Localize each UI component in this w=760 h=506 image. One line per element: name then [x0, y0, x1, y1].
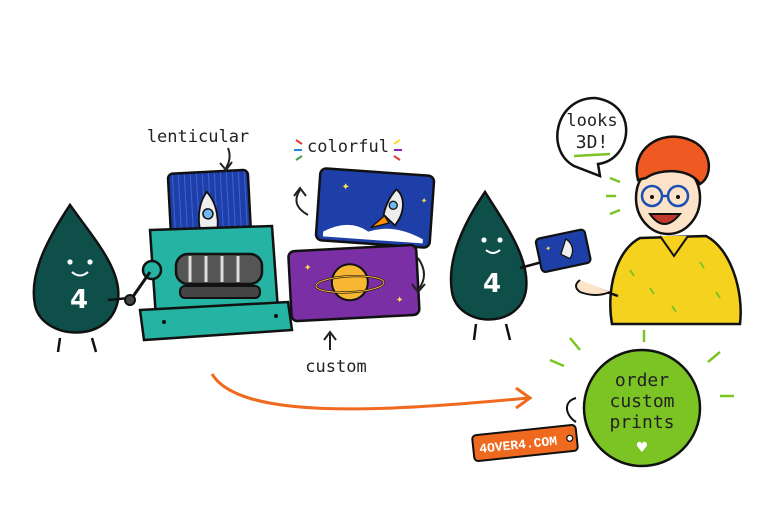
label-custom: custom — [305, 330, 367, 377]
star-icon: ✦ — [341, 182, 350, 194]
badge-text-line1: order — [615, 370, 669, 391]
website-tag[interactable]: 4OVER4.COM — [471, 397, 579, 462]
label-colorful: colorful — [294, 137, 402, 161]
custom-label: custom — [305, 357, 366, 377]
happy-customer — [575, 135, 742, 326]
star-icon: ✦ — [396, 295, 405, 305]
star-icon: ✦ — [304, 263, 313, 273]
card-rocket: ✦ ✦ — [314, 167, 436, 249]
rocket-icon — [560, 237, 574, 260]
planet-icon — [314, 263, 386, 302]
speech-bubble: looks 3D! — [556, 96, 628, 178]
badge-text-line2: custom — [609, 391, 674, 412]
label-lenticular: lenticular — [147, 127, 249, 172]
badge-text-line3: prints — [609, 412, 674, 433]
held-card: ✦ — [534, 228, 592, 273]
speech-text-line2: 3D! — [576, 132, 609, 153]
mascot-right: 4 ✦ — [449, 189, 592, 341]
flip-arrow-left — [295, 189, 309, 216]
mascot-right-number: 4 — [483, 269, 501, 299]
speech-text-line1: looks — [566, 111, 617, 131]
card-planet: ✦ ✦ — [287, 243, 421, 323]
rocket-icon — [370, 188, 404, 229]
mascot-left-number: 4 — [70, 285, 88, 315]
lenticular-machine — [124, 168, 294, 342]
star-icon: ✦ — [545, 244, 553, 253]
heart-icon: ♥ — [636, 440, 649, 456]
mascot-left: 4 — [32, 202, 131, 353]
colorful-label: colorful — [307, 137, 389, 157]
lenticular-label: lenticular — [147, 127, 249, 147]
flip-arrow-right — [417, 257, 425, 291]
flow-arrow — [210, 373, 533, 411]
order-badge[interactable]: order custom prints ♥ — [549, 330, 734, 468]
star-icon: ✦ — [420, 196, 428, 205]
